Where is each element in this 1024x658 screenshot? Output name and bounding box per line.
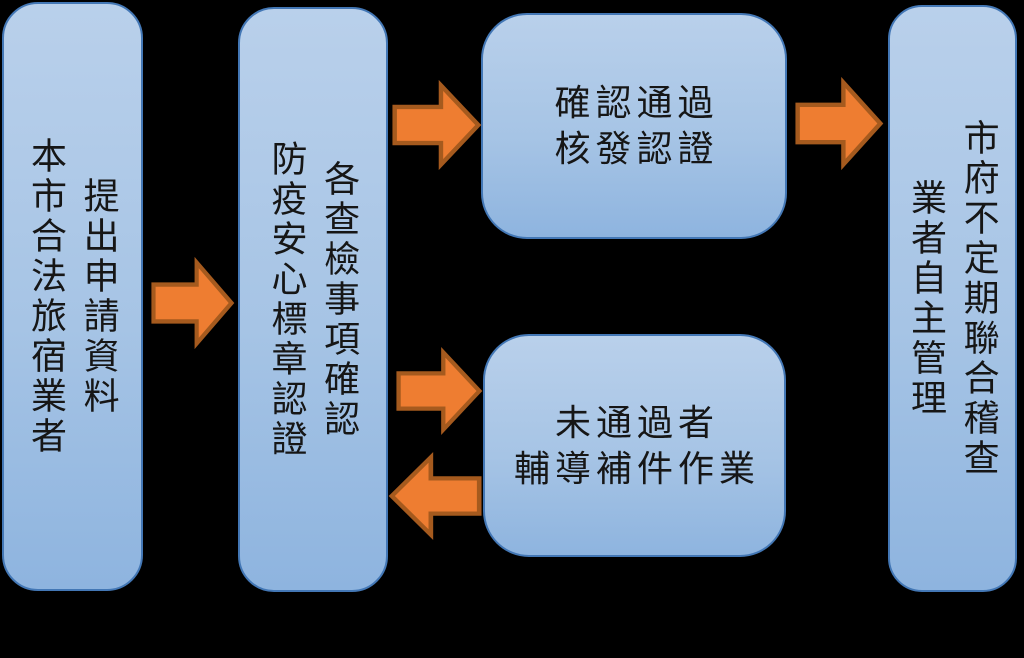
node-applicant-text: 本市合法旅宿業者 提出申請資料 xyxy=(26,136,120,457)
node-fail-remedy: 未通過者 輔導補件作業 xyxy=(483,334,786,557)
node-manage-text: 業者自主管理 市府不定期聯合稽查 xyxy=(906,118,1000,479)
vertical-text-column: 本市合法旅宿業者 xyxy=(26,136,67,457)
vertical-text-column: 各查檢事項確認 xyxy=(319,159,361,440)
node-self-manage: 業者自主管理 市府不定期聯合稽查 xyxy=(888,5,1017,592)
vertical-text-column: 提出申請資料 xyxy=(78,176,120,417)
vertical-text-column: 業者自主管理 xyxy=(906,178,947,419)
arrow-certification-to-fail xyxy=(396,346,483,436)
right-arrow-icon xyxy=(151,256,235,350)
vertical-text-column: 市府不定期聯合稽查 xyxy=(958,118,1000,479)
left-arrow-icon xyxy=(388,451,482,541)
text-line: 未通過者 xyxy=(554,401,719,443)
arrow-pass-to-manage xyxy=(795,76,884,171)
right-arrow-icon xyxy=(396,346,483,436)
node-certification-text: 防疫安心標章認證 各查檢事項確認 xyxy=(266,139,361,460)
text-line: 核發認證 xyxy=(554,128,719,169)
arrow-applicant-to-certification xyxy=(151,256,235,350)
text-line: 確認通過 xyxy=(554,82,719,123)
arrow-certification-to-pass xyxy=(392,79,482,171)
vertical-text-column: 防疫安心標章認證 xyxy=(266,139,308,460)
right-arrow-icon xyxy=(392,79,482,171)
arrow-fail-to-certification xyxy=(388,451,482,541)
text-line: 輔導補件作業 xyxy=(513,447,760,489)
node-pass-certify: 確認通過 核發認證 xyxy=(481,13,787,239)
node-pass-text: 確認通過 核發認證 xyxy=(549,80,718,172)
right-arrow-icon xyxy=(795,76,884,171)
node-fail-text: 未通過者 輔導補件作業 xyxy=(509,400,760,492)
node-certification: 防疫安心標章認證 各查檢事項確認 xyxy=(238,7,388,592)
node-applicant: 本市合法旅宿業者 提出申請資料 xyxy=(2,2,143,591)
